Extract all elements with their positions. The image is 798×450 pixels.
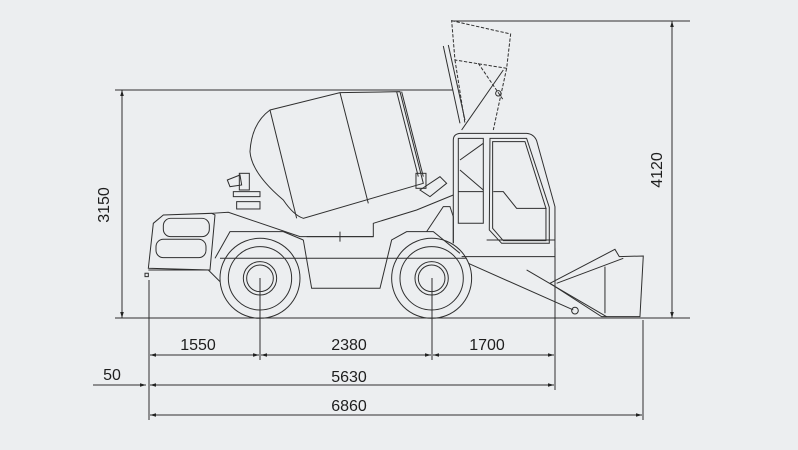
- dim-label-1700: 1700: [469, 337, 505, 354]
- dim-label-50: 50: [103, 367, 121, 384]
- reference-lines: [93, 20, 690, 420]
- mixer-drum: [249, 91, 448, 219]
- dim-label-2380: 2380: [331, 337, 367, 354]
- raised-hopper: [442, 20, 512, 131]
- rear-wheel: [219, 237, 301, 319]
- truck: [144, 20, 644, 319]
- dimension-labels: 3150 4120 1550 2380 1700 50 5630 6860: [96, 152, 666, 415]
- dim-label-1550: 1550: [180, 337, 216, 354]
- dim-label-5630: 5630: [331, 369, 367, 386]
- chassis: [148, 194, 607, 318]
- grille-lower: [155, 238, 207, 259]
- cab: [452, 132, 556, 257]
- dim-label-4120: 4120: [649, 152, 666, 188]
- grille-upper: [162, 217, 210, 238]
- dim-label-6860: 6860: [331, 398, 367, 415]
- drum-motor: [226, 172, 261, 210]
- engine-hood: [144, 212, 216, 278]
- dim-label-3150: 3150: [96, 187, 113, 223]
- front-wheel: [391, 237, 473, 319]
- loader-bucket: [548, 248, 644, 318]
